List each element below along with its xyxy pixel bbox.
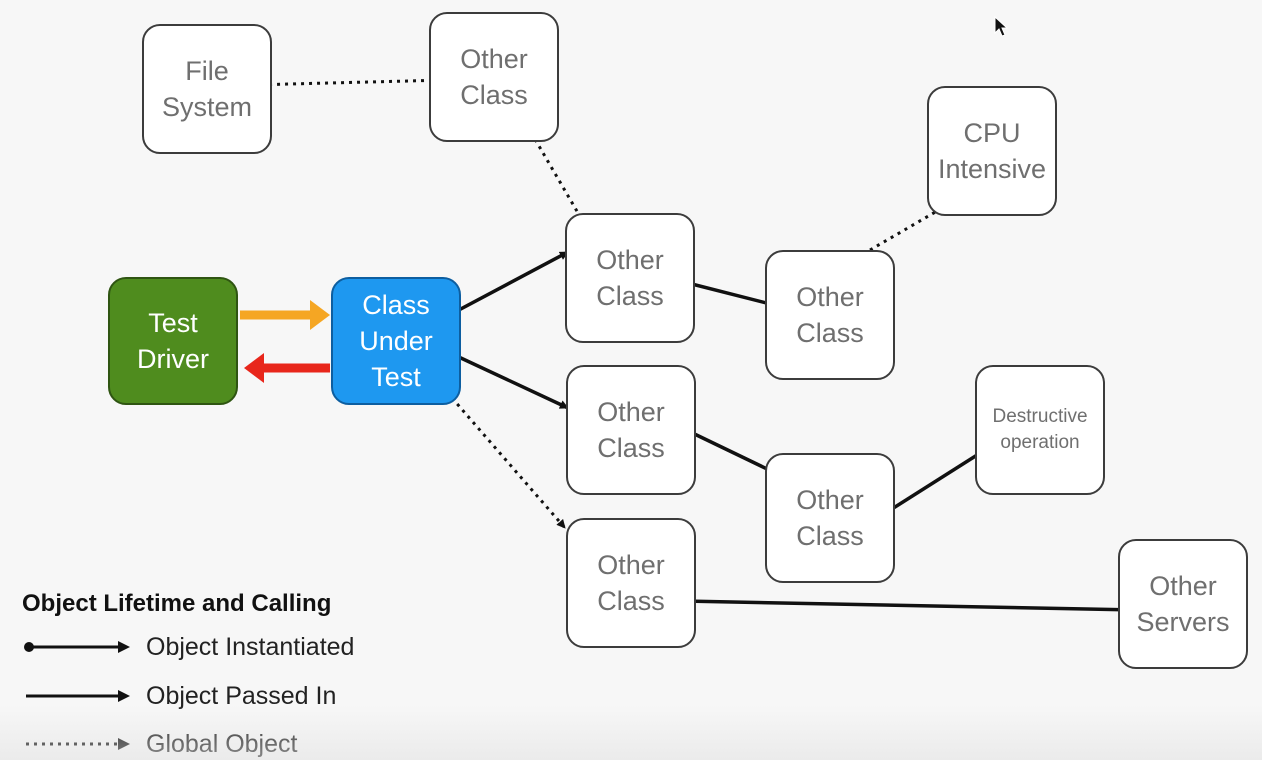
node-label: Other Class bbox=[597, 550, 665, 616]
legend-row-global: Global Object bbox=[22, 729, 297, 759]
node-other-class-2: Other Class bbox=[765, 250, 895, 380]
node-label: Test Driver bbox=[137, 308, 209, 374]
edge-other5-to-servers bbox=[682, 599, 1138, 615]
node-label: Class Under Test bbox=[359, 290, 433, 392]
node-other-class-top: Other Class bbox=[429, 12, 559, 142]
node-label: Other Class bbox=[796, 485, 864, 551]
return-arrow bbox=[244, 353, 330, 383]
edge-other4-to-destructive bbox=[883, 448, 986, 516]
legend-row-passed-in: Object Passed In bbox=[22, 681, 336, 711]
global-arrow-icon bbox=[26, 738, 130, 750]
instantiated-arrow-icon bbox=[24, 641, 130, 653]
legend-label: Global Object bbox=[146, 729, 298, 758]
node-other-class-3: Other Class bbox=[566, 365, 696, 495]
node-destructive-operation: Destructive operation bbox=[975, 365, 1105, 495]
node-other-servers: Other Servers bbox=[1118, 539, 1248, 669]
edge-cut-to-other3 bbox=[447, 350, 569, 410]
edge-other-top-to-file-system bbox=[249, 78, 449, 90]
node-other-class-1: Other Class bbox=[565, 213, 695, 343]
node-class-under-test: Class Under Test bbox=[331, 277, 461, 405]
legend: Object Lifetime and Calling Object Insta… bbox=[22, 590, 354, 758]
node-other-class-4: Other Class bbox=[765, 453, 895, 583]
edge-cut-to-other1 bbox=[439, 250, 569, 322]
call-arrow bbox=[240, 300, 330, 330]
edge-cut-to-other5 bbox=[450, 397, 567, 529]
edge-other2-to-cpu bbox=[869, 191, 969, 252]
node-other-class-5: Other Class bbox=[566, 518, 696, 648]
node-label: CPU Intensive bbox=[937, 118, 1047, 184]
passed-in-arrow-icon bbox=[26, 690, 130, 702]
node-file-system: File System bbox=[142, 24, 272, 154]
node-label: Other Servers bbox=[1136, 571, 1230, 637]
node-cpu-intensive: CPU Intensive bbox=[927, 86, 1057, 216]
node-label: Other Class bbox=[597, 397, 665, 463]
node-label: Other Class bbox=[796, 282, 864, 348]
legend-label: Object Instantiated bbox=[146, 632, 355, 661]
node-label: Other Class bbox=[596, 245, 664, 311]
node-label: Other Class bbox=[460, 44, 528, 110]
node-label: Destructive operation bbox=[992, 406, 1088, 453]
node-test-driver: Test Driver bbox=[108, 277, 238, 405]
legend-label: Object Passed In bbox=[146, 681, 337, 710]
legend-row-instantiated: Object Instantiated bbox=[22, 632, 354, 662]
node-label: File System bbox=[161, 56, 253, 122]
mouse-cursor-icon bbox=[994, 15, 1009, 43]
legend-title: Object Lifetime and Calling bbox=[22, 590, 332, 617]
